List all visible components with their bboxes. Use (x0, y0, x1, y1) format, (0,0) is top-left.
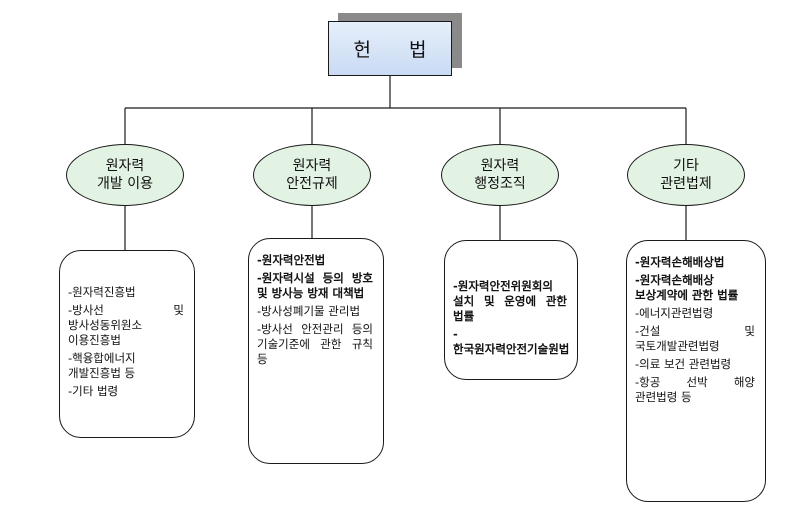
law-item: -방사성폐기물 관리법 (257, 304, 361, 318)
law-item: -한국원자력안전기술원법 (453, 327, 570, 356)
root-label: 헌 법 (353, 39, 443, 61)
law-item: -방사선 안전관리 등의 기술기준에 관한 규칙 등 (257, 322, 373, 366)
category-3-line-1: 원자력 (480, 158, 520, 174)
category-oval-4: 기타 관련법제 (627, 144, 745, 206)
law-item: -원자력시설 등의 방호 및 방사능 방재 대책법 (257, 271, 373, 300)
law-item: -원자력안전법 (257, 253, 326, 267)
law-list-box-1: -원자력진흥법 -방사선 및 방사성동위원소 이용진흥법 -핵융합에너지 개발진… (59, 250, 195, 438)
category-oval-1: 원자력 개발 이용 (66, 144, 184, 206)
law-item: -의료 보건 관련법령 (635, 357, 732, 371)
category-2-line-1: 원자력 (292, 158, 332, 174)
law-list-box-4: -원자력손해배상법 -원자력손해배상 보상계약에 관한 법률 -에너지관련법령 … (626, 240, 766, 502)
law-item: -원자력안전위원회의 설치 및 운영에 관한 법률 (453, 279, 567, 323)
category-4-line-1: 기타 (673, 158, 699, 174)
category-3-line-2: 행정조직 (474, 176, 526, 192)
law-item: -원자력손해배상 보상계약에 관한 법률 (635, 273, 739, 302)
law-item: -항공 선박 해양 관련법령 등 (635, 375, 755, 404)
law-item: -건설 및 국토개발관련법령 (635, 324, 755, 353)
category-1-line-2: 개발 이용 (97, 176, 153, 192)
law-item: -기타 법령 (68, 384, 119, 398)
root-node: 헌 법 (328, 21, 452, 76)
law-list-box-2: -원자력안전법 -원자력시설 등의 방호 및 방사능 방재 대책법 -방사성폐기… (248, 238, 384, 464)
category-1-line-1: 원자력 (105, 158, 145, 174)
law-list-box-3: -원자력안전위원회의 설치 및 운영에 관한 법률 -한국원자력안전기술원법 (444, 240, 578, 380)
category-2-line-2: 안전규제 (286, 176, 338, 192)
law-item: -원자력손해배상법 (635, 255, 725, 269)
category-oval-2: 원자력 안전규제 (253, 144, 371, 206)
law-item: -방사선 및 방사성동위원소 이용진흥법 (68, 303, 184, 347)
category-4-line-2: 관련법제 (660, 176, 712, 192)
category-oval-3: 원자력 행정조직 (441, 144, 559, 206)
law-item: -에너지관련법령 (635, 306, 714, 320)
law-item: -원자력진흥법 (68, 285, 136, 299)
law-item: -핵융합에너지 개발진흥법 등 (68, 351, 136, 380)
